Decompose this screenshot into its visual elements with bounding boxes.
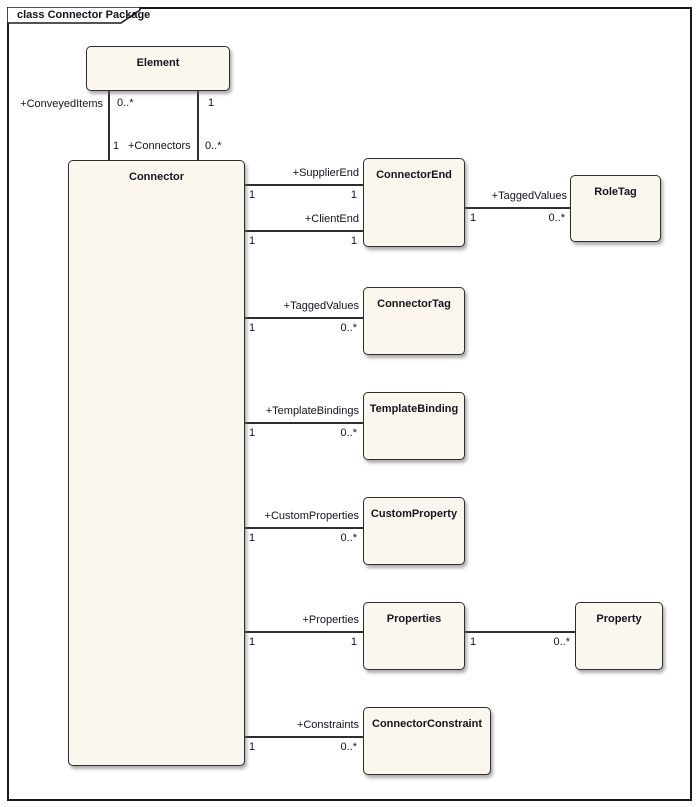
assoc-line-templatebindings[interactable] — [244, 422, 363, 424]
class-box-roletag[interactable]: RoleTag — [570, 175, 661, 242]
mult-properties-target: 1 — [350, 636, 357, 648]
class-box-connectortag[interactable]: ConnectorTag — [363, 287, 465, 355]
assoc-label-customproperties: +CustomProperties — [264, 510, 359, 522]
class-box-properties[interactable]: Properties — [363, 602, 465, 670]
assoc-line-connectors[interactable] — [197, 90, 199, 161]
mult-templatebindings-source: 1 — [249, 427, 256, 439]
assoc-line-roletag-taggedvalues[interactable] — [465, 207, 570, 209]
assoc-line-properties[interactable] — [244, 631, 363, 633]
class-name-roletag: RoleTag — [594, 186, 637, 198]
mult-templatebindings-target: 0..* — [340, 427, 357, 439]
assoc-line-constraints[interactable] — [244, 736, 363, 738]
mult-roletag-source: 1 — [470, 212, 477, 224]
class-name-connectorconstraint: ConnectorConstraint — [372, 718, 482, 730]
class-name-connectorend: ConnectorEnd — [376, 169, 452, 181]
mult-property-source: 1 — [470, 636, 477, 648]
assoc-line-conveyeditems[interactable] — [108, 90, 110, 161]
mult-customproperties-source: 1 — [249, 532, 256, 544]
class-name-connectortag: ConnectorTag — [377, 298, 451, 310]
assoc-line-customproperties[interactable] — [244, 527, 363, 529]
class-box-property[interactable]: Property — [575, 602, 663, 670]
assoc-label-roletag-taggedvalues: +TaggedValues — [491, 190, 567, 202]
class-box-customproperty[interactable]: CustomProperty — [363, 497, 465, 565]
mult-conveyeditems-connector: 1 — [113, 140, 120, 152]
assoc-label-connectors: +Connectors — [128, 140, 191, 152]
assoc-line-property[interactable] — [465, 631, 575, 633]
class-box-connector[interactable]: Connector — [68, 160, 245, 766]
mult-property-target: 0..* — [553, 636, 570, 648]
assoc-label-clientend: +ClientEnd — [304, 213, 359, 225]
class-name-templatebinding: TemplateBinding — [369, 403, 459, 415]
class-box-templatebinding[interactable]: TemplateBinding — [363, 392, 465, 460]
diagram-frame-tab[interactable] — [7, 7, 141, 24]
mult-constraints-source: 1 — [249, 741, 256, 753]
assoc-line-supplierend[interactable] — [244, 184, 363, 186]
class-box-connectorend[interactable]: ConnectorEnd — [363, 158, 465, 247]
mult-constraints-target: 0..* — [340, 741, 357, 753]
assoc-label-taggedvalues: +TaggedValues — [283, 300, 359, 312]
mult-connectors-connector: 0..* — [205, 140, 222, 152]
class-name-properties: Properties — [386, 613, 442, 625]
assoc-label-constraints: +Constraints — [296, 719, 359, 731]
frame-tab-shape — [7, 7, 141, 24]
mult-roletag-target: 0..* — [548, 212, 565, 224]
mult-properties-source: 1 — [249, 636, 256, 648]
assoc-label-templatebindings: +TemplateBindings — [265, 405, 359, 417]
diagram-frame — [7, 7, 692, 801]
mult-taggedvalues-target: 0..* — [340, 322, 357, 334]
mult-conveyeditems-element: 0..* — [117, 97, 134, 109]
mult-supplierend-target: 1 — [350, 189, 357, 201]
class-box-element[interactable]: Element — [86, 46, 230, 91]
class-name-property: Property — [596, 613, 642, 625]
frame-title: class Connector Package — [17, 9, 151, 21]
mult-connectors-element: 1 — [208, 97, 215, 109]
class-name-connector: Connector — [129, 171, 184, 183]
class-box-connectorconstraint[interactable]: ConnectorConstraint — [363, 707, 491, 775]
mult-clientend-source: 1 — [249, 235, 256, 247]
assoc-label-supplierend: +SupplierEnd — [292, 167, 359, 179]
assoc-line-clientend[interactable] — [244, 230, 363, 232]
assoc-label-properties: +Properties — [302, 614, 359, 626]
assoc-label-conveyeditems: +ConveyedItems — [20, 98, 103, 110]
class-name-customproperty: CustomProperty — [370, 508, 458, 520]
mult-taggedvalues-source: 1 — [249, 322, 256, 334]
mult-supplierend-source: 1 — [249, 189, 256, 201]
class-name-element: Element — [136, 57, 180, 69]
assoc-line-taggedvalues[interactable] — [244, 317, 363, 319]
mult-customproperties-target: 0..* — [340, 532, 357, 544]
mult-clientend-target: 1 — [350, 235, 357, 247]
